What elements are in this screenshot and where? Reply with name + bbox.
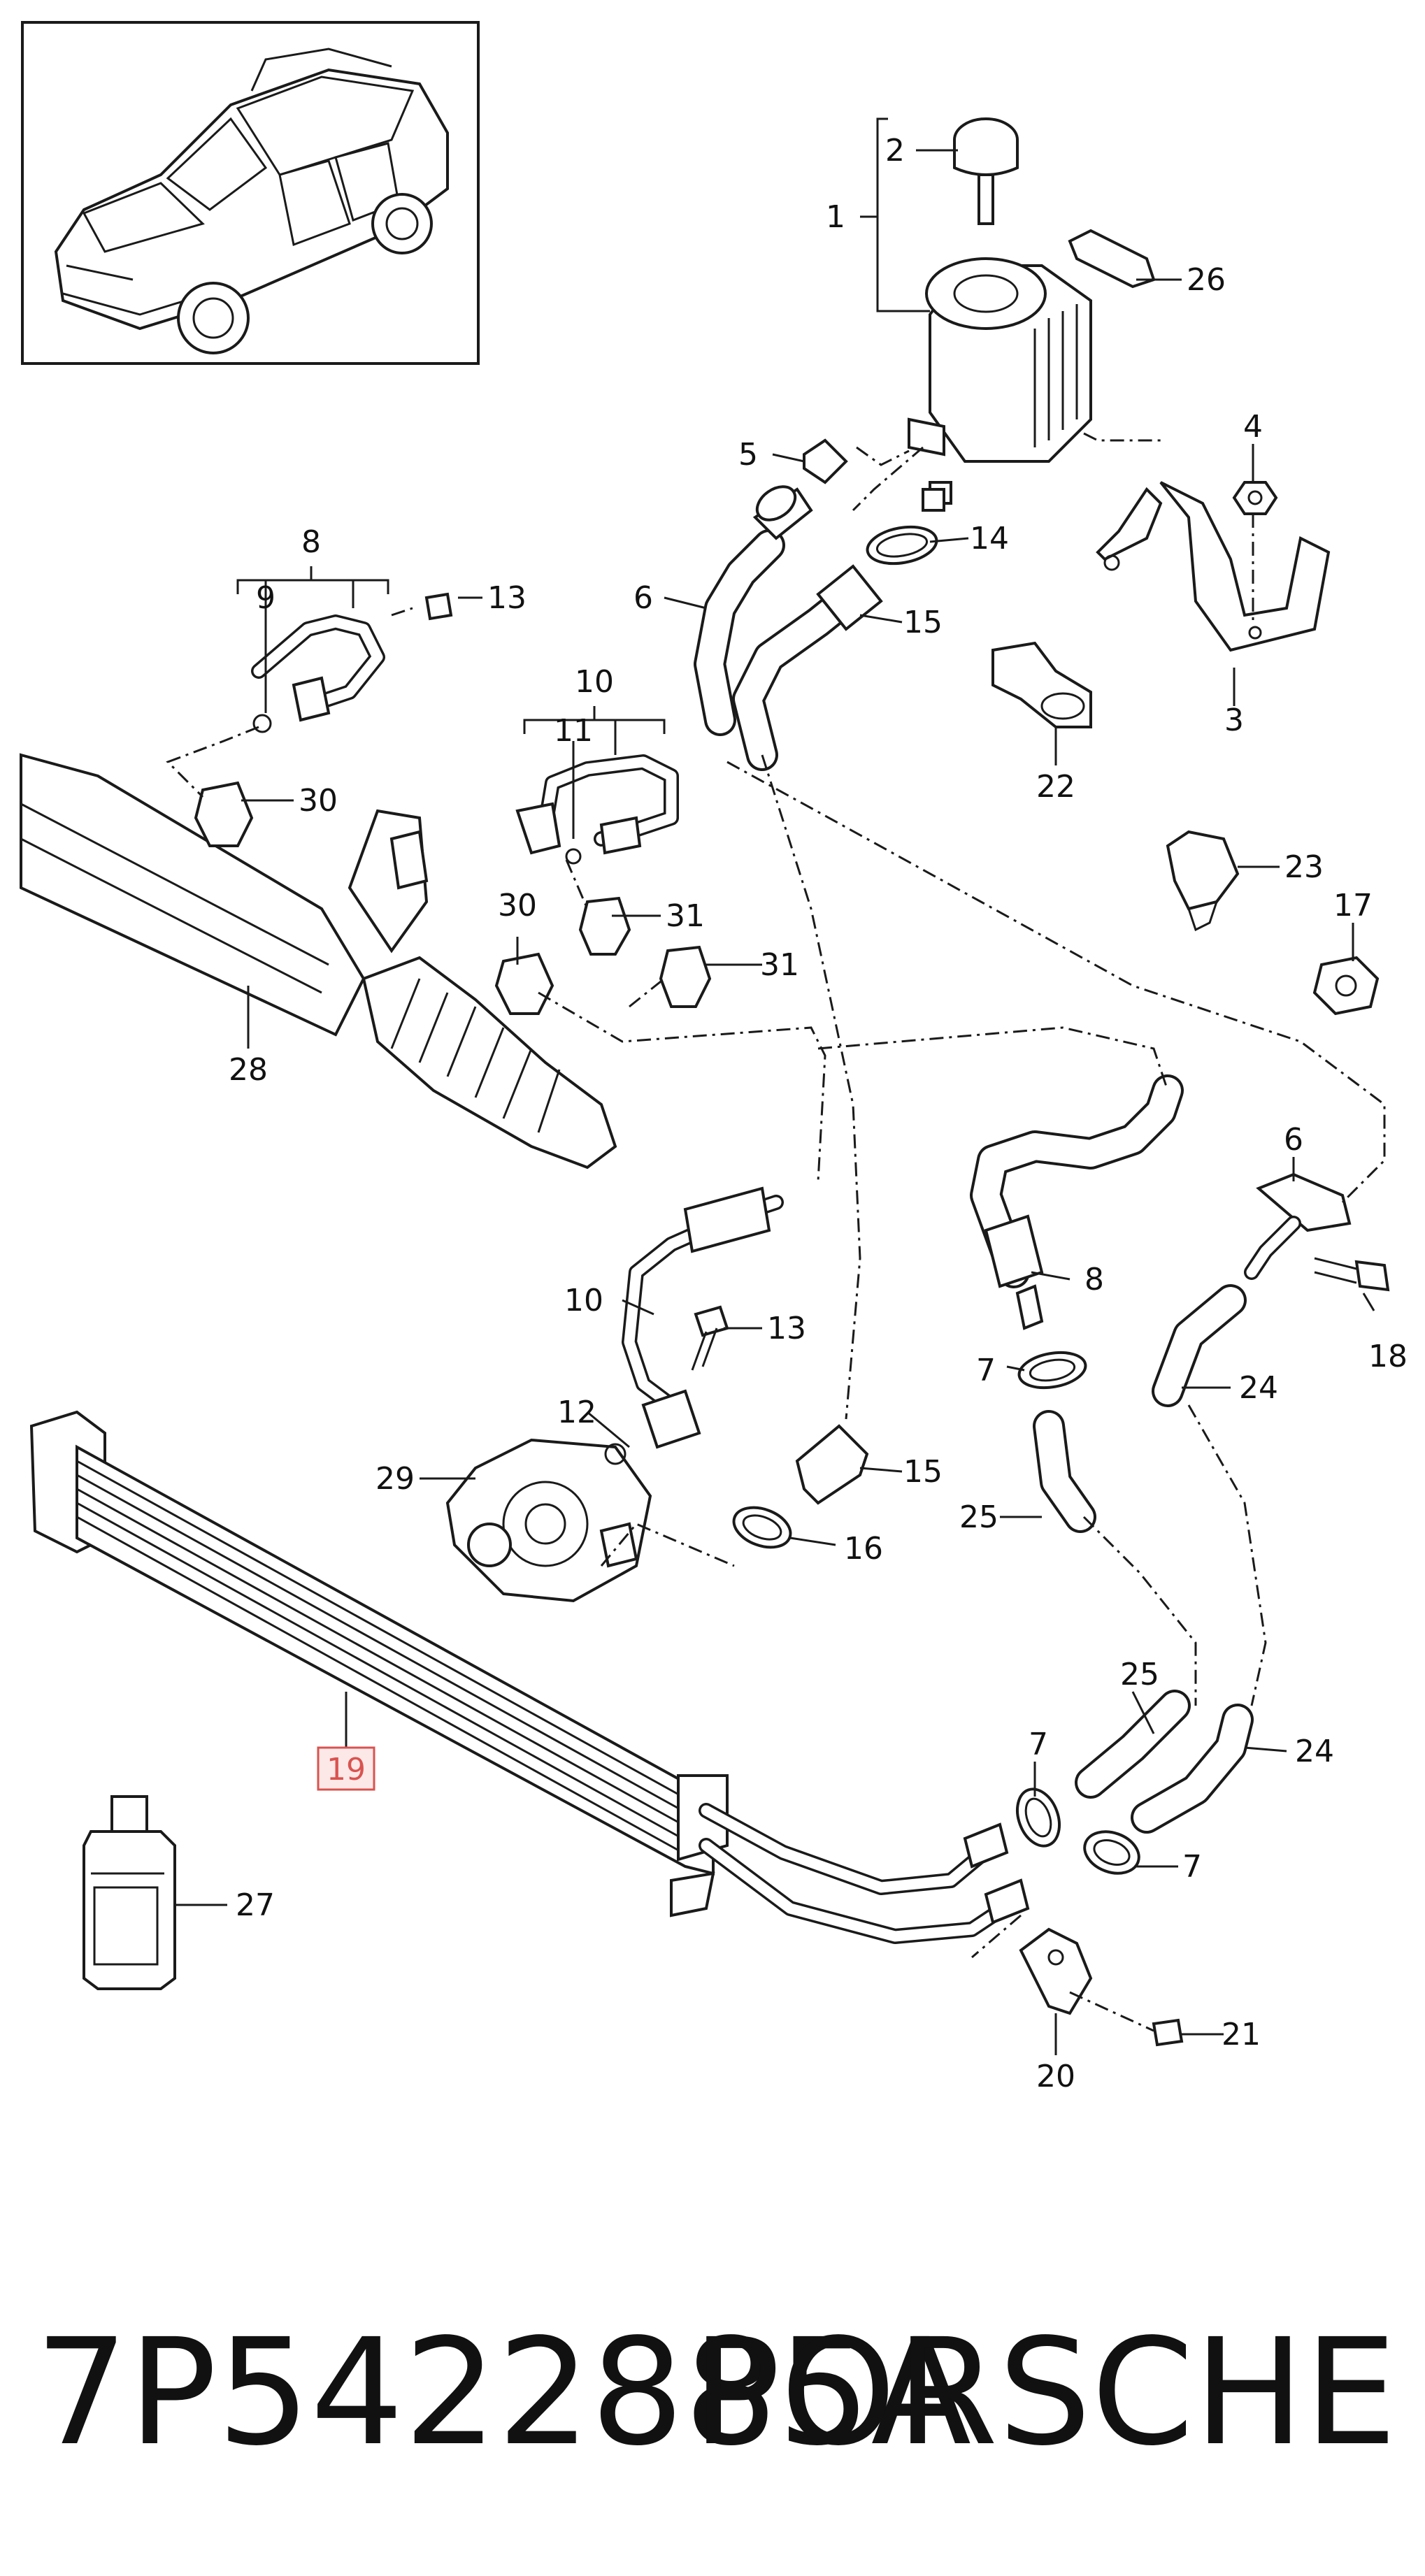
bracket-3	[1096, 481, 1331, 652]
callout-10-upper: 10	[575, 664, 614, 700]
part-number: 7P5422885A	[35, 2307, 972, 2478]
callout-24-upper: 24	[1239, 1370, 1278, 1406]
hose-15-upper	[732, 488, 945, 771]
nut-17	[1312, 956, 1380, 1016]
bracket-31-b	[659, 945, 712, 1008]
callout-22: 22	[1036, 769, 1075, 805]
callout-6-upper: 6	[633, 580, 653, 616]
callout-5: 5	[738, 437, 758, 473]
bracket-30-upper	[194, 781, 254, 847]
callout-29: 29	[375, 1461, 415, 1497]
callout-30-lower: 30	[498, 888, 537, 923]
nut-4	[1232, 481, 1278, 515]
callout-15-upper: 15	[903, 605, 943, 640]
vehicle-thumbnail	[21, 21, 480, 365]
callout-15-lower: 15	[903, 1454, 943, 1490]
callout-6-lower: 6	[1284, 1122, 1303, 1158]
callout-31-a: 31	[666, 898, 705, 934]
line-8-lower	[970, 1074, 1184, 1330]
callout-25-lower: 25	[1120, 1657, 1159, 1692]
clip-26	[1068, 229, 1156, 289]
callout-21: 21	[1222, 2017, 1261, 2052]
clamp-7-upper	[1017, 1351, 1087, 1390]
callout-30-upper: 30	[299, 783, 338, 819]
leader-lines	[175, 149, 1375, 2055]
callout-7-upper: 7	[976, 1353, 996, 1388]
callout-7-lower: 7	[1182, 1849, 1202, 1885]
callout-labels: 1 2 26 4 3 5 14 6 15 8 9 13 10 11 22 30 …	[229, 133, 1408, 2094]
group-bracket-8	[236, 566, 389, 615]
callout-3: 3	[1224, 703, 1244, 738]
callout-17: 17	[1333, 888, 1373, 923]
callout-13-upper: 13	[487, 580, 527, 616]
callout-1: 1	[826, 199, 845, 235]
callout-19-highlight: 19	[317, 1746, 375, 1791]
bracket-20	[1019, 1927, 1093, 2015]
line-10-upper	[515, 754, 679, 865]
callout-24-lower: 24	[1295, 1734, 1334, 1769]
hose-6-upper	[694, 438, 848, 736]
bolt-18	[1314, 1257, 1390, 1292]
bracket-31-a	[578, 896, 631, 956]
brand-name: PORSCHE	[692, 2307, 1397, 2478]
steering-rack-28	[20, 753, 617, 1170]
group-bracket-1	[860, 117, 930, 312]
hose-15-lower	[795, 1424, 869, 1505]
callout-11: 11	[554, 713, 593, 749]
callout-27: 27	[236, 1887, 275, 1923]
callout-13-lower: 13	[767, 1311, 806, 1346]
hose-24-lower	[1131, 1704, 1254, 1834]
routing-lines	[166, 432, 1386, 2032]
reservoir-assembly	[908, 117, 1092, 505]
hose-25-upper	[1033, 1410, 1096, 1533]
bolt-13-lower	[691, 1305, 729, 1371]
callout-28: 28	[229, 1052, 268, 1088]
callout-10-lower: 10	[564, 1283, 603, 1318]
line-8-upper	[251, 592, 453, 733]
clip-23	[1166, 830, 1240, 932]
callout-20: 20	[1036, 2059, 1075, 2094]
callout-8-lower: 8	[1084, 1262, 1104, 1297]
clamp-16	[732, 1506, 792, 1549]
callout-12: 12	[557, 1395, 596, 1430]
callout-19: 19	[327, 1752, 366, 1787]
hose-24-upper	[1152, 1284, 1247, 1407]
callout-14: 14	[970, 521, 1009, 556]
callout-4: 4	[1243, 409, 1263, 445]
callout-7-mid: 7	[1029, 1727, 1048, 1762]
hose-25-lower	[1075, 1690, 1191, 1799]
clip-22	[991, 641, 1092, 728]
footer: 7P5422885A PORSCHE	[0, 2307, 1425, 2517]
clamp-7-lower	[1083, 1830, 1140, 1875]
cooler-lines	[699, 1803, 1030, 1944]
cooler-19	[29, 1410, 729, 1917]
callout-8-upper: 8	[301, 524, 321, 560]
callout-18: 18	[1368, 1339, 1408, 1374]
bracket-30-lower	[494, 952, 554, 1015]
callout-16: 16	[844, 1531, 883, 1567]
power-steering-pump-29	[445, 1438, 652, 1603]
line-10-lower	[622, 1186, 784, 1449]
bolt-21	[1152, 2018, 1184, 2047]
bracket-6-lower	[1244, 1172, 1352, 1280]
callout-26: 26	[1187, 262, 1226, 298]
callout-23: 23	[1284, 849, 1324, 885]
callout-31-b: 31	[760, 947, 799, 983]
fluid-bottle-27	[83, 1795, 176, 1990]
clamp-7-mid	[1016, 1787, 1061, 1848]
callout-9: 9	[256, 580, 275, 616]
callout-2: 2	[885, 133, 905, 168]
group-bracket-10	[523, 706, 666, 839]
callout-25-upper: 25	[959, 1499, 998, 1535]
